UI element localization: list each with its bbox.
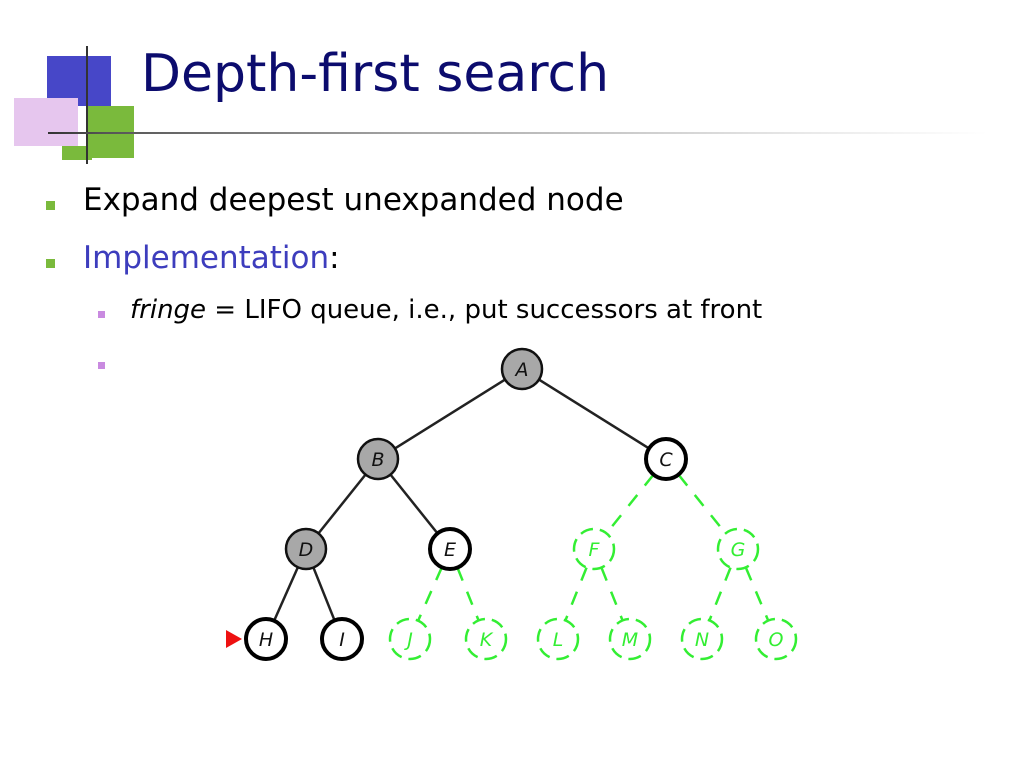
- tree-node-circle-G: [716, 527, 760, 571]
- tree-node-circle-K: [464, 617, 508, 661]
- tree-node-circle-A: [500, 347, 544, 391]
- tree-edge-A-C: [538, 378, 650, 450]
- current-node-arrow-icon: [226, 630, 242, 648]
- tree-node-label-O: O: [769, 629, 784, 651]
- tree-node-A: A: [500, 347, 544, 391]
- tree-node-label-M: M: [622, 629, 638, 651]
- tree-node-N: N: [680, 617, 724, 661]
- implementation-label: Implementation: [83, 240, 330, 276]
- tree-node-label-C: C: [659, 449, 673, 471]
- tree-node-label-J: J: [403, 629, 413, 651]
- tree-node-label-B: B: [371, 449, 384, 471]
- tree-node-O: O: [754, 617, 798, 661]
- tree-node-label-N: N: [695, 629, 709, 651]
- tree-edges: [272, 378, 770, 622]
- tree-node-circle-C: [644, 437, 688, 481]
- tree-node-label-F: F: [589, 539, 601, 561]
- tree-node-circle-E: [428, 527, 472, 571]
- tree-node-label-E: E: [444, 539, 456, 561]
- tree-edge-G-O: [744, 566, 770, 622]
- tree-node-M: M: [608, 617, 652, 661]
- decor-lavender-square: [14, 98, 78, 146]
- tree-node-circle-I: [320, 617, 364, 661]
- tree-node-circle-H: [244, 617, 288, 661]
- tree-node-H: H: [244, 617, 288, 661]
- bullet-square-icon: [46, 201, 55, 210]
- tree-edge-E-K: [456, 567, 480, 621]
- subbullet-square-icon: [98, 311, 105, 318]
- tree-node-G: G: [716, 527, 760, 571]
- tree-node-E: E: [428, 527, 472, 571]
- tree-node-circle-O: [754, 617, 798, 661]
- tree-node-label-D: D: [299, 539, 314, 561]
- tree-node-circle-F: [572, 527, 616, 571]
- tree-node-I: I: [320, 617, 364, 661]
- tree-node-circle-L: [536, 617, 580, 661]
- tree-edge-C-F: [605, 473, 655, 535]
- tree-nodes: A B C D E F G H I J K L M N O: [244, 347, 798, 661]
- tree-node-circle-N: [680, 617, 724, 661]
- tree-node-circle-D: [284, 527, 328, 571]
- tree-edge-F-M: [600, 567, 624, 621]
- subbullet-fringe: fringe = LIFO queue, i.e., put successor…: [130, 295, 762, 325]
- title-underline: [48, 132, 988, 134]
- tree-node-K: K: [464, 617, 508, 661]
- tree-edge-E-J: [416, 566, 444, 622]
- tree-edge-G-N: [708, 567, 732, 621]
- tree-edge-D-H: [272, 566, 300, 622]
- tree-node-label-A: A: [514, 359, 529, 381]
- tree-node-F: F: [572, 527, 616, 571]
- bullet-square-icon: [46, 259, 55, 268]
- tree-node-D: D: [284, 527, 328, 571]
- tree-node-circle-B: [356, 437, 400, 481]
- tree-node-label-L: L: [553, 629, 564, 651]
- tree-node-L: L: [536, 617, 580, 661]
- slide-title: Depth-first search: [141, 44, 610, 104]
- tree-node-J: J: [388, 617, 432, 661]
- tree-node-circle-M: [608, 617, 652, 661]
- tree-edge-D-I: [312, 567, 336, 621]
- tree-node-C: C: [644, 437, 688, 481]
- tree-edge-C-G: [677, 473, 727, 535]
- subbullet-square-icon: [98, 362, 105, 369]
- decor-green-strip: [62, 146, 92, 160]
- bullet-expand-deepest: Expand deepest unexpanded node: [83, 182, 624, 218]
- tree-edge-A-B: [394, 378, 506, 450]
- tree-node-label-K: K: [480, 629, 494, 651]
- current-node-marker: [226, 630, 242, 648]
- decor-vertical-line: [86, 46, 88, 164]
- tree-edge-B-D: [317, 473, 367, 535]
- bullet-implementation: Implementation:: [83, 240, 340, 276]
- tree-edge-B-E: [389, 473, 439, 535]
- fringe-term: fringe: [130, 295, 207, 325]
- tree-node-label-G: G: [731, 539, 746, 561]
- tree-edge-F-L: [564, 567, 588, 621]
- tree-node-label-I: I: [339, 629, 345, 651]
- decor-blue-square: [47, 56, 111, 106]
- fringe-definition: = LIFO queue, i.e., put successors at fr…: [206, 295, 763, 325]
- tree-node-label-H: H: [259, 629, 273, 651]
- tree-node-circle-J: [388, 617, 432, 661]
- implementation-colon: :: [329, 240, 340, 276]
- tree-node-B: B: [356, 437, 400, 481]
